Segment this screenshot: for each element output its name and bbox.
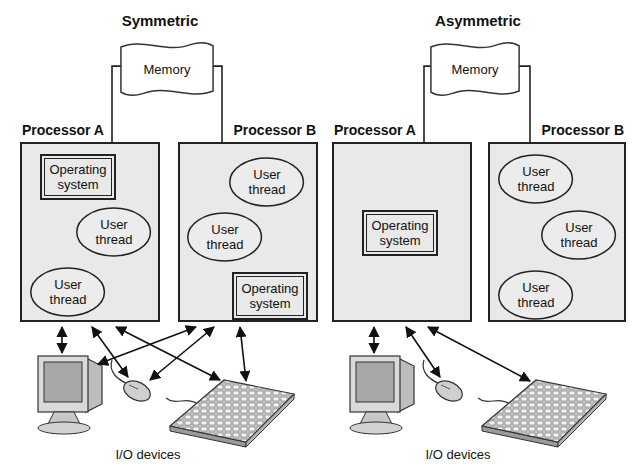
node-label: User thread bbox=[201, 222, 249, 252]
os-box: Operating system bbox=[40, 154, 116, 200]
device-caption: I/O devices bbox=[115, 447, 180, 462]
memory-banner: Memory bbox=[430, 40, 520, 98]
memory-bus-line bbox=[519, 66, 530, 142]
processor-heading: Processor B bbox=[542, 123, 624, 138]
processor-box: Processor BUser threadUser threadOperati… bbox=[178, 142, 318, 322]
node-label: User thread bbox=[512, 164, 560, 194]
node-label: Memory bbox=[452, 62, 499, 77]
node-label: Operating system bbox=[46, 162, 110, 192]
section-title: Symmetric bbox=[122, 12, 199, 29]
thread-ellipse: User thread bbox=[30, 267, 105, 317]
os-box: Operating system bbox=[232, 272, 308, 320]
memory-bus-line bbox=[112, 66, 121, 142]
processor-heading: Processor B bbox=[234, 123, 316, 138]
memory-bus-line bbox=[213, 66, 222, 142]
thread-ellipse: User thread bbox=[498, 154, 573, 204]
node-label: Operating system bbox=[238, 281, 302, 311]
node-label: Operating system bbox=[368, 218, 432, 248]
thread-ellipse: User thread bbox=[76, 207, 151, 257]
memory-banner: Memory bbox=[120, 40, 214, 98]
processor-heading: Processor A bbox=[22, 123, 104, 138]
memory-bus-line bbox=[424, 66, 431, 142]
node-label: User thread bbox=[90, 217, 138, 247]
node-label: User thread bbox=[44, 277, 92, 307]
node-label: Memory bbox=[144, 62, 191, 77]
device-caption: I/O devices bbox=[425, 447, 490, 462]
node-label: User thread bbox=[243, 167, 291, 197]
processor-box: Processor AOperating systemUser threadUs… bbox=[20, 142, 160, 322]
processor-box: Processor AOperating system bbox=[332, 142, 472, 322]
thread-ellipse: User thread bbox=[187, 212, 262, 262]
processor-box: Processor BUser threadUser threadUser th… bbox=[488, 142, 626, 322]
os-box: Operating system bbox=[362, 210, 438, 256]
thread-ellipse: User thread bbox=[541, 210, 616, 260]
node-label: User thread bbox=[512, 280, 560, 310]
section-title: Asymmetric bbox=[435, 12, 521, 29]
io-arrow bbox=[62, 327, 530, 381]
node-label: User thread bbox=[555, 220, 603, 250]
processor-heading: Processor A bbox=[334, 123, 416, 138]
thread-ellipse: User thread bbox=[229, 157, 304, 207]
thread-ellipse: User thread bbox=[498, 270, 573, 320]
